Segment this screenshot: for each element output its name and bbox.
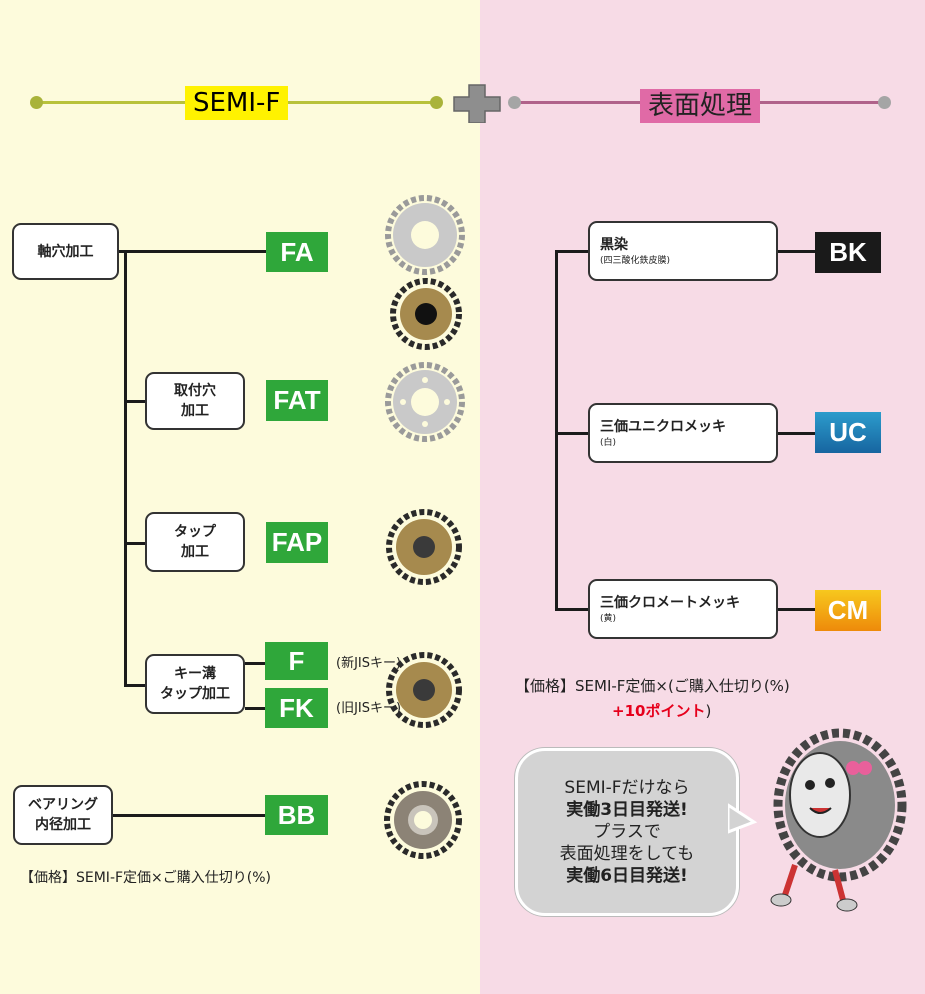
sprocket-keyway-icon (386, 652, 462, 728)
sprocket-flat-icon (385, 195, 465, 275)
box-subline: (四三酸化鉄皮膜) (600, 255, 671, 266)
speech-bubble: SEMI-Fだけなら 実働3日目発送! プラスで 表面処理をしても 実働6日目発… (515, 748, 739, 916)
connector (555, 250, 590, 253)
box-line: キー溝 (174, 666, 216, 682)
box-line: 内径加工 (35, 817, 91, 833)
left-price-note: 【価格】SEMI-F定価×ご購入仕切り(%) (20, 870, 272, 886)
box-line: 黒染 (600, 236, 628, 253)
black-oxide-box: 黒染 (四三酸化鉄皮膜) (588, 221, 778, 281)
code-bb: BB (265, 795, 328, 835)
chromate-box: 三価クロメートメッキ (黄) (588, 579, 778, 639)
tap-box: タップ 加工 (145, 512, 245, 572)
box-line: タップ加工 (160, 686, 230, 702)
connector (555, 608, 590, 611)
left-header-dot (430, 96, 443, 109)
keyway-box: キー溝 タップ加工 (145, 654, 245, 714)
bubble-line: 表面処理をしても (559, 844, 695, 864)
connector (775, 608, 820, 611)
bubble-line: SEMI-Fだけなら (564, 778, 690, 798)
surface-treatment-header-label: 表面処理 (640, 89, 761, 123)
plus-sign: + (612, 702, 625, 720)
sprocket-tap-icon (386, 509, 462, 585)
right-price-line2: +10ポイント) (612, 700, 711, 721)
box-subline: (黄) (600, 613, 617, 624)
code-fat: FAT (266, 380, 328, 421)
shaft-hole-label: 軸穴加工 (37, 243, 94, 260)
bearing-box: ベアリング 内径加工 (13, 785, 113, 845)
left-header-dot (30, 96, 43, 109)
code-fap: FAP (266, 522, 328, 563)
box-subline: (白) (600, 437, 617, 448)
right-header-dot (878, 96, 891, 109)
box-line: 取付穴 (174, 383, 216, 399)
connector (124, 542, 146, 545)
code-f: F (265, 642, 328, 680)
closing-paren: ) (705, 702, 712, 720)
old-jis-key-note: (旧JISキー) (336, 701, 402, 716)
code-uc: UC (815, 412, 881, 453)
bubble-tail-icon (728, 803, 758, 834)
mount-hole-box: 取付穴 加工 (145, 372, 245, 430)
box-line: 加工 (181, 544, 209, 560)
semi-f-header-label: SEMI-F (185, 86, 289, 120)
right-header-dot (508, 96, 521, 109)
connector (124, 250, 127, 686)
box-line: 三価クロメートメッキ (600, 594, 740, 611)
bubble-line: プラスで (593, 822, 661, 842)
points-text: 10ポイント (624, 702, 706, 720)
right-price-line1: 【価格】SEMI-F定価×(ご購入仕切り(%) (515, 677, 790, 695)
bubble-line: 実働6日目発送! (566, 866, 688, 886)
connector (245, 707, 265, 710)
bubble-line: 実働3日目発送! (566, 800, 688, 820)
connector (115, 250, 267, 253)
code-fa: FA (266, 232, 328, 272)
connector (555, 432, 590, 435)
unichrome-box: 三価ユニクロメッキ (白) (588, 403, 778, 463)
new-jis-key-note: (新JISキー) (336, 656, 402, 671)
plus-icon (453, 84, 501, 123)
shaft-hole-box: 軸穴加工 (12, 223, 119, 280)
sprocket-mount-holes-icon (385, 362, 465, 442)
sprocket-bearing-icon (384, 781, 462, 859)
connector (775, 432, 820, 435)
code-bk: BK (815, 232, 881, 273)
connector (555, 250, 558, 610)
box-line: 加工 (181, 403, 209, 419)
code-cm: CM (815, 590, 881, 631)
connector (775, 250, 820, 253)
box-line: タップ (174, 524, 216, 540)
box-line: 三価ユニクロメッキ (600, 418, 726, 435)
code-fk: FK (265, 688, 328, 728)
sprocket-mascot-icon (770, 728, 907, 912)
connector (245, 662, 265, 665)
connector (124, 684, 146, 687)
sprocket-hub-icon (390, 278, 462, 350)
connector (124, 400, 146, 403)
connector (112, 814, 265, 817)
box-line: ベアリング (28, 797, 98, 813)
